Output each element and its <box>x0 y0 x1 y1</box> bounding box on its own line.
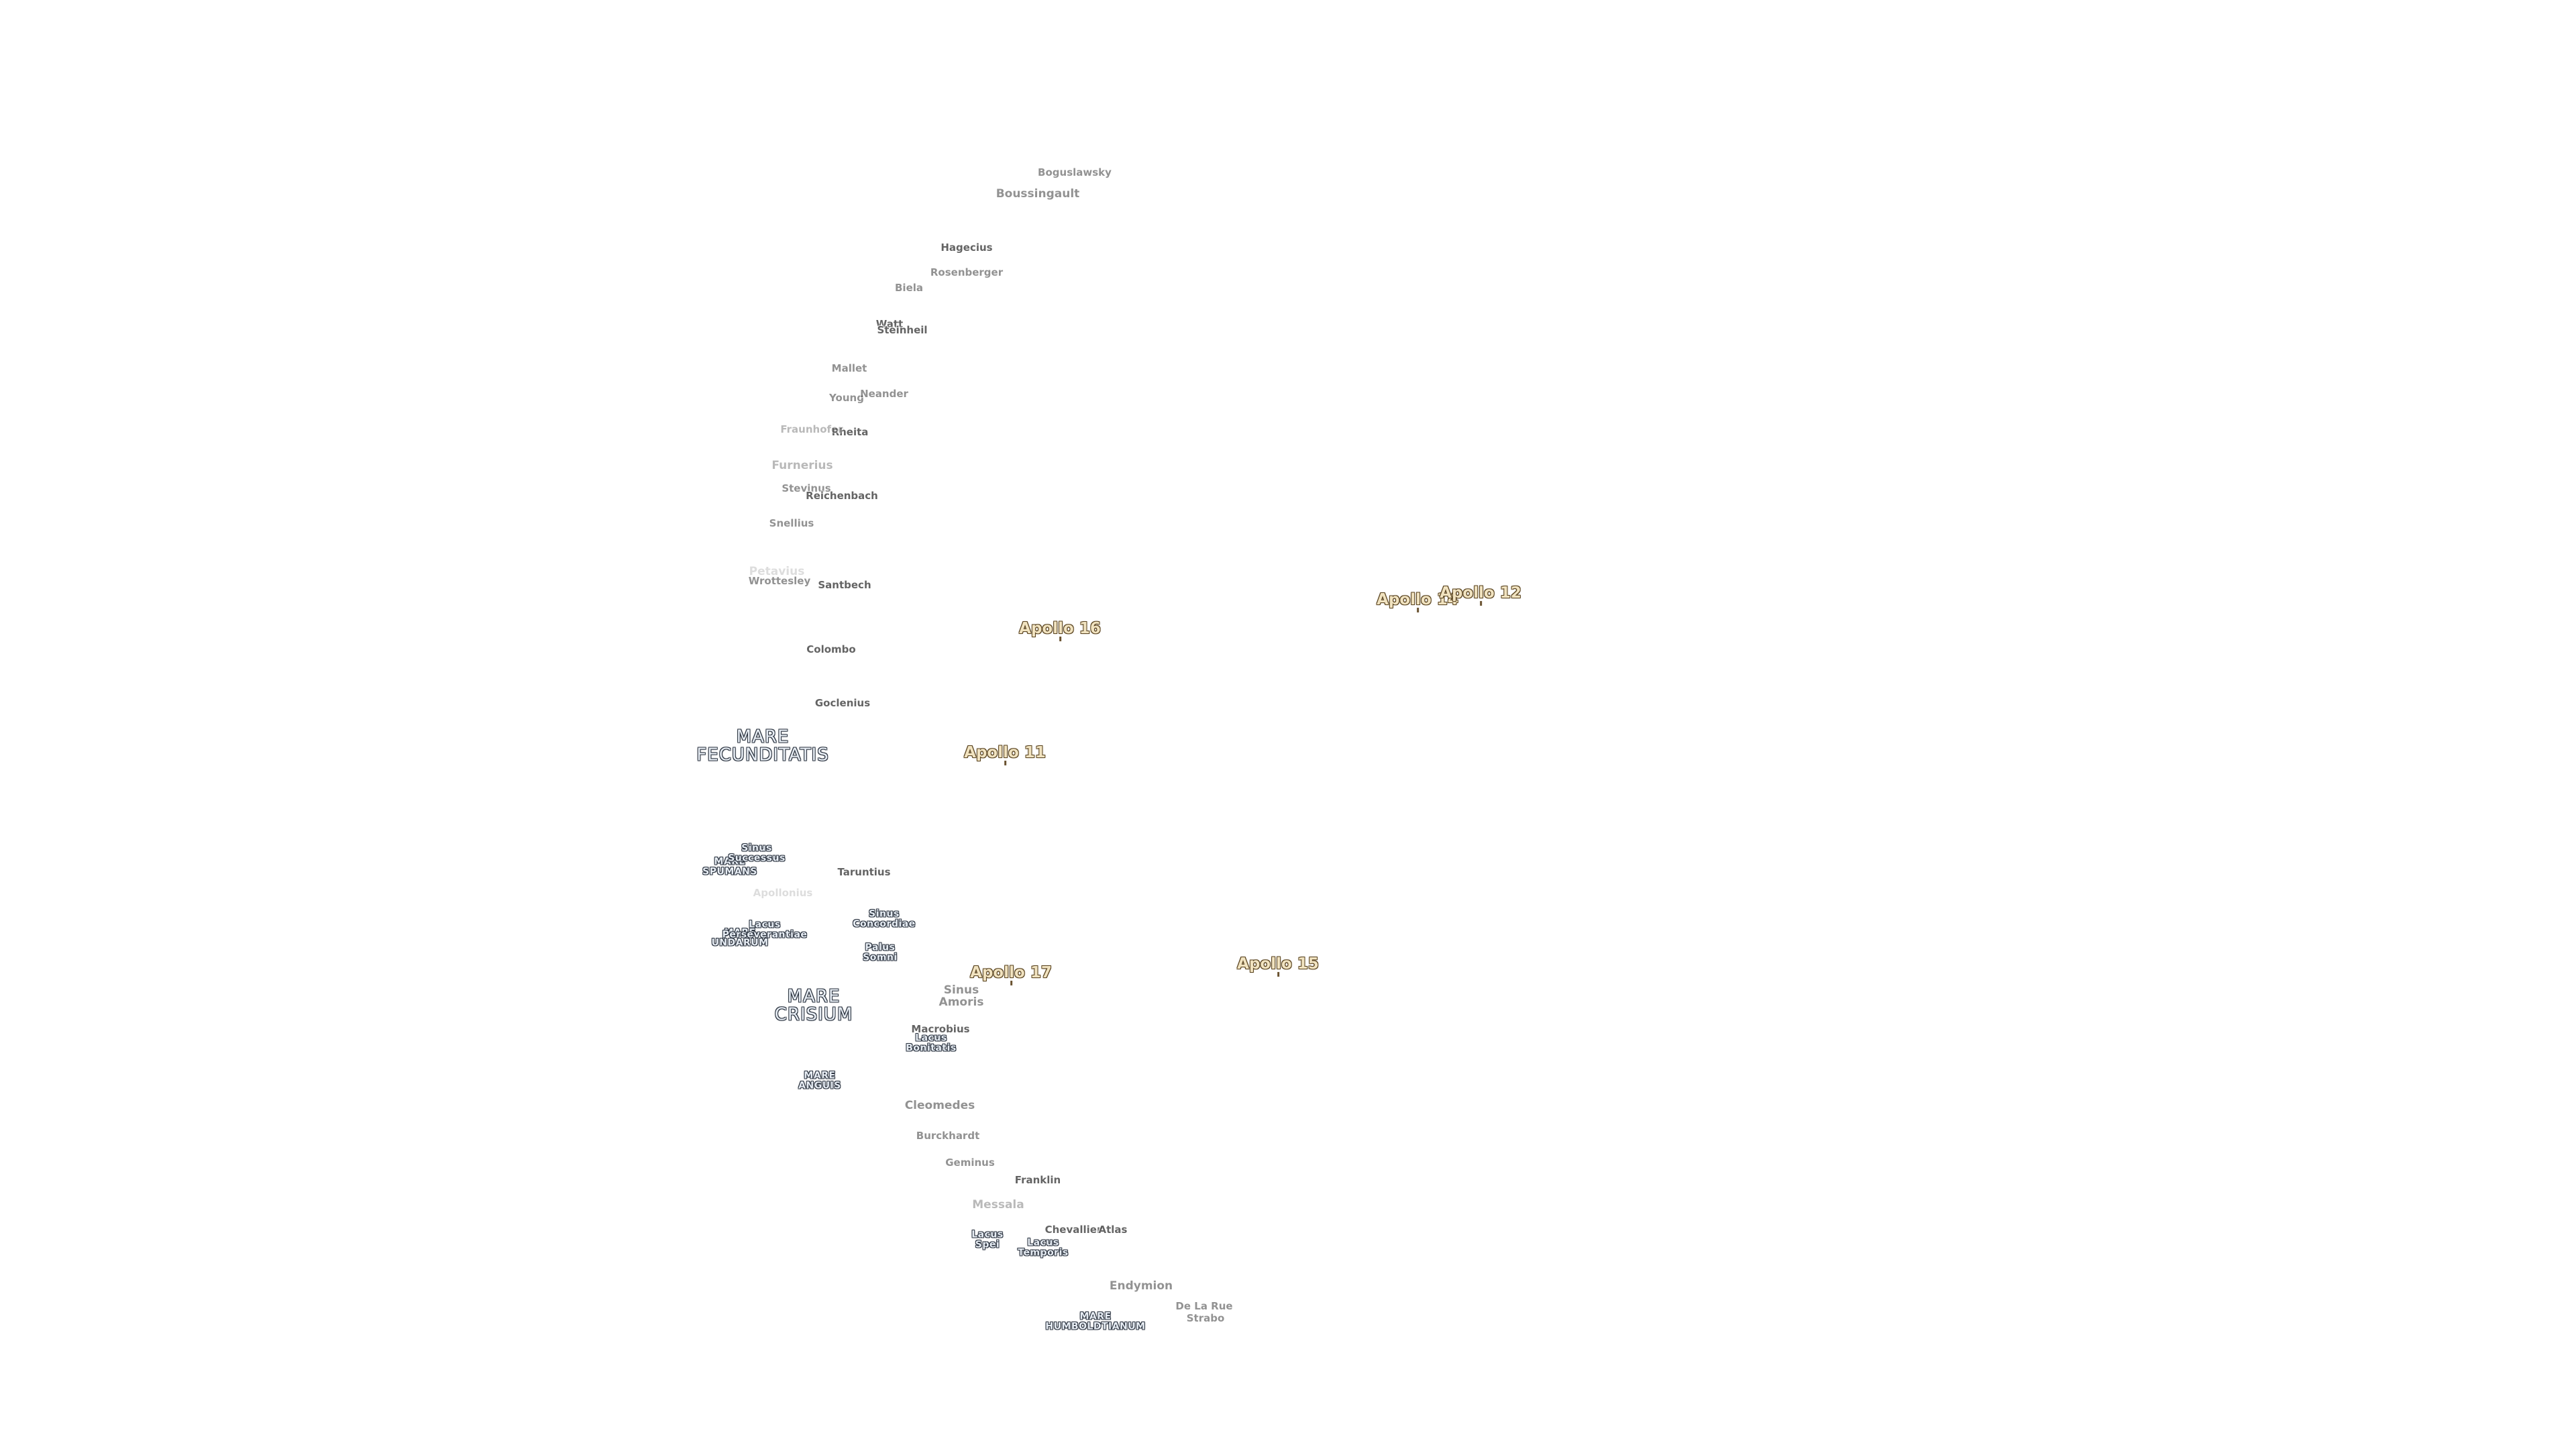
lacus-temporis-label[interactable]: Lacus Temporis <box>1018 1237 1069 1258</box>
crater-goclenius-label[interactable]: Goclenius <box>814 697 871 710</box>
crater-wrottesley-label[interactable]: Wrottesley <box>748 575 811 588</box>
apollo-11-label[interactable]: Apollo 11 <box>964 745 1046 766</box>
crater-de-la-rue-label[interactable]: De La Rue <box>1175 1300 1233 1313</box>
apollo-17-label[interactable]: Apollo 17 <box>970 965 1052 986</box>
crater-watt-label[interactable]: Watt <box>875 318 904 331</box>
crater-burckhardt-label[interactable]: Burckhardt <box>916 1130 980 1142</box>
apollo-14-label[interactable]: Apollo 14 <box>1377 592 1458 613</box>
crater-young-label[interactable]: Young <box>829 392 864 405</box>
crater-messala-label[interactable]: Messala <box>972 1198 1024 1212</box>
apollo-16-label[interactable]: Apollo 16 <box>1019 621 1101 642</box>
crater-furnerius-label[interactable]: Furnerius <box>771 459 833 473</box>
crater-geminus-label[interactable]: Geminus <box>945 1157 995 1169</box>
crater-mallet-label[interactable]: Mallet <box>831 362 867 375</box>
lacus-perseverantiae-label[interactable]: Lacus Perseverantiae <box>722 919 808 940</box>
crater-strabo-label[interactable]: Strabo <box>1186 1312 1225 1325</box>
crater-snellius-label[interactable]: Snellius <box>769 517 814 530</box>
crater-cleomedes-label[interactable]: Cleomedes <box>904 1099 975 1113</box>
crater-boussingault-label[interactable]: Boussingault <box>996 187 1080 201</box>
palus-somni-label[interactable]: Palus Somni <box>863 942 898 963</box>
mare-humboldtianum-label[interactable]: MARE HUMBOLDTIANUM <box>1045 1311 1146 1332</box>
crater-endymion-label[interactable]: Endymion <box>1109 1279 1173 1293</box>
lacus-spei-label[interactable]: Lacus Spei <box>971 1229 1004 1250</box>
crater-neander-label[interactable]: Neander <box>860 388 908 400</box>
apollo-15-marker <box>1277 972 1279 977</box>
apollo-12-label[interactable]: Apollo 12 <box>1440 585 1521 606</box>
mare-undarum-label[interactable]: MARE UNDARUM <box>711 927 769 948</box>
mare-spumans-label[interactable]: MARE SPUMANS <box>702 856 757 877</box>
crater-rheita-label[interactable]: Rheita <box>831 426 869 439</box>
mare-anguis-label[interactable]: MARE ANGUIS <box>798 1070 841 1091</box>
crater-reichenbach-label[interactable]: Reichenbach <box>806 490 878 502</box>
mare-fecunditatis-label[interactable]: MARE FECUNDITATIS <box>696 727 829 765</box>
crater-chevallier-label[interactable]: Chevallier <box>1044 1224 1102 1236</box>
apollo-16-marker <box>1059 637 1061 642</box>
crater-rosenberger-label[interactable]: Rosenberger <box>930 266 1004 279</box>
lacus-bonitatis-label[interactable]: Lacus Bonitatis <box>906 1032 957 1053</box>
apollo-11-marker <box>1004 761 1006 766</box>
apollo-14-marker <box>1417 608 1419 613</box>
crater-colombo-label[interactable]: Colombo <box>806 643 856 656</box>
crater-stevinus-label[interactable]: Stevinus <box>782 482 831 495</box>
crater-franklin-label[interactable]: Franklin <box>1014 1174 1061 1187</box>
crater-boguslawsky-label[interactable]: Boguslawsky <box>1038 166 1112 179</box>
sinus-concordiae-label[interactable]: Sinus Concordiae <box>853 908 916 929</box>
crater-steinheil-label[interactable]: Steinheil <box>877 324 928 337</box>
mare-crisium-label[interactable]: MARE CRISIUM <box>774 986 853 1025</box>
crater-santbech-label[interactable]: Santbech <box>818 579 871 592</box>
apollo-17-marker <box>1010 981 1012 986</box>
crater-sinus-amoris-label[interactable]: Sinus Amoris <box>938 983 984 1009</box>
crater-atlas-label[interactable]: Atlas <box>1098 1224 1128 1236</box>
sinus-successus-label[interactable]: Sinus Successus <box>728 843 786 863</box>
crater-biela-label[interactable]: Biela <box>894 282 924 294</box>
crater-macrobius-label[interactable]: Macrobius <box>911 1023 970 1036</box>
crater-fraunhofer-label[interactable]: Fraunhofer <box>780 423 843 436</box>
crater-taruntius-label[interactable]: Taruntius <box>837 866 891 879</box>
apollo-12-marker <box>1480 601 1482 606</box>
crater-apollonius-label[interactable]: Apollonius <box>753 887 813 900</box>
crater-hagecius-label[interactable]: Hagecius <box>941 241 993 254</box>
crater-petavius-label[interactable]: Petavius <box>749 565 805 579</box>
apollo-15-label[interactable]: Apollo 15 <box>1237 956 1319 977</box>
